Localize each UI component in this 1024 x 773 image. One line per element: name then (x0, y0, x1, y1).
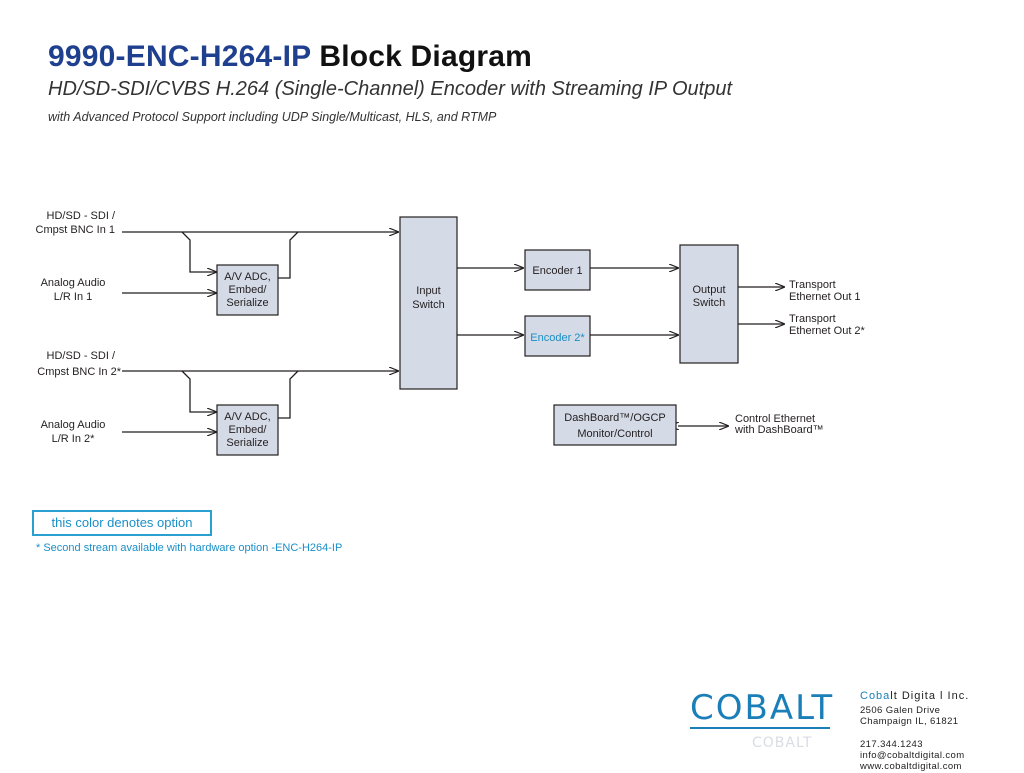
dashboard-label-line1: DashBoard™/OGCP (564, 412, 665, 424)
cobalt-logo: COBALT (690, 688, 842, 728)
audio2-label-line2: L/R In 2* (52, 433, 96, 445)
logo-underline (690, 727, 830, 729)
company-name-part2: lt Digita l Inc. (890, 690, 970, 702)
website-link[interactable]: www.cobaltdigital.com (860, 761, 962, 772)
out2-label-line2: Ethernet Out 2* (789, 325, 866, 337)
audio1-label-line2: L/R In 1 (54, 291, 93, 303)
adc1-block (216, 264, 279, 316)
company-name: Cobalt Digita l Inc. (860, 690, 969, 702)
input-switch-block (399, 216, 458, 390)
encoder1-block (524, 249, 591, 291)
logo-text: COBALT (690, 688, 835, 728)
dashboard-block (553, 404, 677, 446)
phone: 217.344.1243 (860, 739, 923, 750)
sdi2-label-line2: Cmpst BNC In 2* (37, 366, 121, 378)
address-line2: Champaign IL, 61821 (860, 716, 959, 727)
title-rest: Block Diagram (319, 40, 533, 73)
subtitle-protocols: with Advanced Protocol Support including… (48, 110, 497, 124)
encoder2-block (524, 315, 591, 357)
adc1-label-line2: Embed/ (229, 284, 268, 296)
out1-label-line2: Ethernet Out 1 (789, 291, 861, 303)
sdi2-tap (181, 370, 216, 412)
page-title: 9990-ENC-H264-IP Block Diagram (48, 40, 532, 74)
footnote: * Second stream available with hardware … (36, 542, 343, 554)
company-name-part1: Coba (860, 690, 891, 702)
ctrl-label-line2: with DashBoard™ (734, 424, 824, 436)
input-switch-label-line2: Switch (412, 299, 444, 311)
sdi1-tap (181, 231, 216, 272)
output-switch-block (679, 244, 739, 364)
adc2-return (278, 370, 299, 419)
encoder1-label: Encoder 1 (532, 265, 582, 277)
address-line1: 2506 Galen Drive (860, 705, 941, 716)
adc1-label-line3: Serialize (226, 297, 268, 309)
email-link[interactable]: info@cobaltdigital.com (860, 750, 965, 761)
output-switch-label-line2: Switch (693, 297, 725, 309)
ctrl-label-line1: Control Ethernet (735, 413, 815, 425)
output-switch-label-line1: Output (692, 284, 725, 296)
adc2-label-line1: A/V ADC, (224, 411, 270, 423)
adc2-label-line2: Embed/ (229, 424, 268, 436)
out2-label-line1: Transport (789, 313, 836, 325)
sdi2-label-line1: HD/SD - SDI / (47, 350, 116, 362)
subtitle: HD/SD-SDI/CVBS H.264 (Single-Channel) En… (48, 78, 732, 100)
logo-reflection: COBALT (752, 735, 813, 751)
option-color-legend: this color denotes option (32, 510, 212, 536)
adc1-label-line1: A/V ADC, (224, 271, 270, 283)
adc2-label-line3: Serialize (226, 437, 268, 449)
adc2-block (216, 404, 279, 456)
audio2-label-line1: Analog Audio (41, 419, 106, 431)
sdi1-label-line1: HD/SD - SDI / (47, 210, 116, 222)
out1-label-line1: Transport (789, 279, 836, 291)
adc1-return (278, 231, 299, 279)
encoder2-label: Encoder 2* (530, 332, 585, 344)
title-model: 9990-ENC-H264-IP (48, 40, 311, 73)
audio1-label-line1: Analog Audio (41, 277, 106, 289)
sdi1-label-line2: Cmpst BNC In 1 (36, 224, 115, 236)
dashboard-label-line2: Monitor/Control (577, 428, 652, 440)
input-switch-label-line1: Input (416, 285, 440, 297)
